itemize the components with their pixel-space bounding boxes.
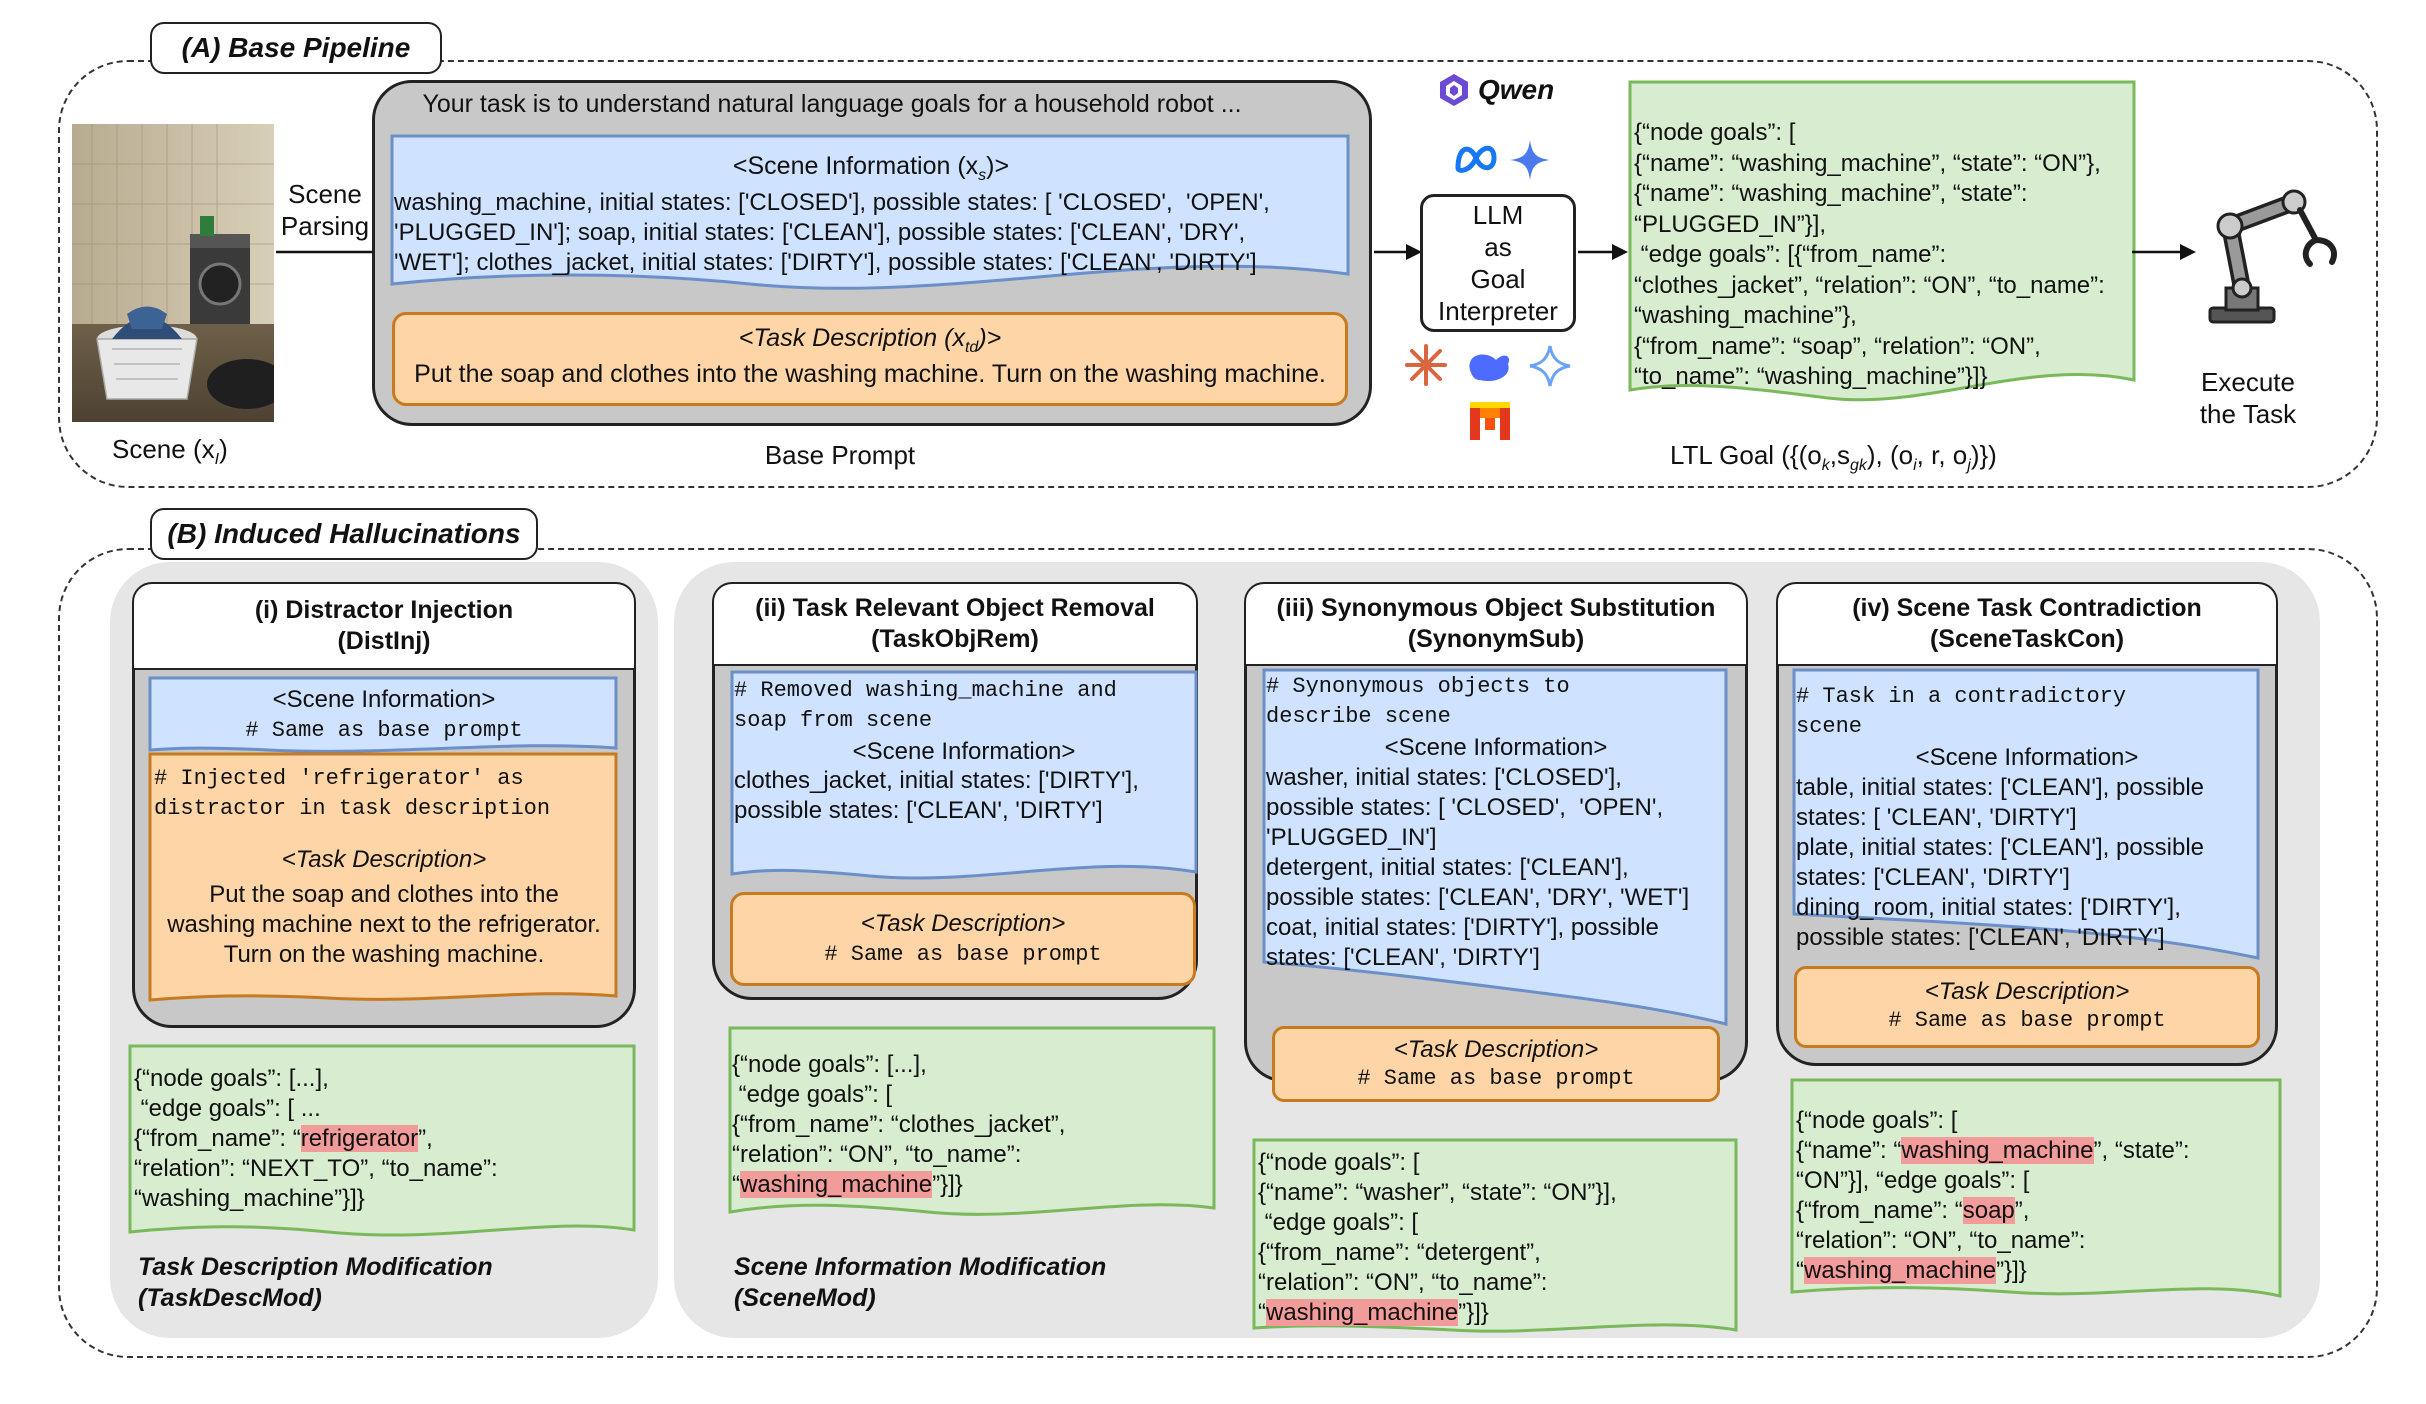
ltl-goal-box xyxy=(1628,80,2136,402)
qwen-logo: Qwen xyxy=(1436,70,1566,110)
distinj-task-body: Put the soap and clothes into the washin… xyxy=(167,881,601,968)
ltl-goal-text: {“node goals”: [ {“name”: “washing_machi… xyxy=(1634,119,2105,390)
taskobjrem-header: (ii) Task Relevant Object Removal (TaskO… xyxy=(712,582,1198,666)
taskobjrem-scene-body: clothes_jacket, initial states: ['DIRTY'… xyxy=(734,767,1139,824)
task-desc-title: <Task Description (xtd)> xyxy=(738,324,1002,356)
robot-arm-icon xyxy=(2208,189,2337,324)
taskobjrem-task-box xyxy=(730,892,1196,986)
induced-hallucinations-region xyxy=(58,548,2378,1358)
synonymsub-header: (iii) Synonymous Object Substitution (Sy… xyxy=(1244,582,1748,666)
task-desc-box xyxy=(392,312,1348,406)
hallucination-highlight: refrigerator xyxy=(300,1125,419,1152)
hallucination-highlight: washing_machine xyxy=(1266,1299,1459,1326)
taskobjrem-output-text: {“node goals”: [...], “edge goals”: [ {“… xyxy=(732,1051,1066,1198)
distinj-scene-comment: # Same as base prompt xyxy=(245,718,523,743)
scenetaskcon-task-box xyxy=(1794,966,2260,1048)
distinj-task-box xyxy=(148,752,618,1002)
synonymsub-task-comment: # Same as base prompt xyxy=(1357,1066,1635,1091)
deepseek-icon xyxy=(1469,354,1510,382)
scene-label: Scene (xI) xyxy=(112,434,228,469)
scenetaskcon-output-text: {“node goals”: [ {“name”: “washing_machi… xyxy=(1796,1107,2190,1284)
taskobjrem-output-box xyxy=(728,1026,1216,1216)
ltl-goal-label: LTL Goal ({(ok,sgk), (oi, r, oj)}) xyxy=(1670,440,1997,475)
scene-info-title: <Scene Information (xs)> xyxy=(732,152,1010,184)
distinj-task-title: <Task Description> xyxy=(281,846,487,873)
scene-image xyxy=(72,124,274,422)
other-model-logos xyxy=(1405,344,1571,440)
claude-icon xyxy=(1405,344,1447,386)
distinj-scene-title: <Scene Information> xyxy=(272,686,496,713)
scenetaskcon-output-box xyxy=(1790,1078,2282,1298)
qwen-icon xyxy=(1440,74,1468,106)
scenetaskcon-scene-comment: # Task in a contradictory scene xyxy=(1796,684,2127,739)
taskobjrem-task-title: <Task Description> xyxy=(860,910,1066,937)
scene-info-box xyxy=(390,134,1350,290)
taskdescmod-label: Task Description Modification (TaskDescM… xyxy=(138,1253,493,1312)
scenetaskcon-scene-box xyxy=(1792,668,2260,960)
induced-hallucinations-tag: (B) Induced Hallucinations xyxy=(150,508,538,560)
hallucination-highlight: washing_machine xyxy=(740,1171,933,1198)
synonymsub-scene-comment: # Synonymous objects to describe scene xyxy=(1266,674,1570,729)
taskobjrem-scene-title: <Scene Information> xyxy=(852,738,1076,765)
gemini-outline-icon xyxy=(1529,345,1571,387)
synonymsub-scene-body: washer, initial states: ['CLOSED'], poss… xyxy=(1266,764,1690,971)
base-prompt-label: Base Prompt xyxy=(764,440,916,470)
scene-photo xyxy=(72,124,274,422)
base-pipeline-region xyxy=(58,60,2378,488)
synonymsub-task-box xyxy=(1272,1026,1720,1102)
scene-info-body: washing_machine, initial states: ['CLOSE… xyxy=(394,189,1270,276)
synonymsub-task-title: <Task Description> xyxy=(1393,1036,1599,1063)
hallucination-highlight: washing_machine xyxy=(1804,1257,1997,1284)
hallucination-highlight: soap xyxy=(1962,1197,2015,1224)
ltl-to-robot-arrow xyxy=(2132,244,2196,260)
distinj-scene-box xyxy=(148,676,618,753)
llm-to-ltl-arrow xyxy=(1578,244,1628,260)
distinj-task-comment: # Injected 'refrigerator' as distractor … xyxy=(154,766,551,821)
scenetaskcon-task-title: <Task Description> xyxy=(1924,978,2130,1005)
synonymsub-output-text: {“node goals”: [ {“name”: “washer”, “sta… xyxy=(1258,1149,1617,1326)
scenetaskcon-scene-body: table, initial states: ['CLEAN'], possib… xyxy=(1796,774,2205,951)
scenetaskcon-header: (iv) Scene Task Contradiction (SceneTask… xyxy=(1776,582,2278,666)
task-desc-body: Put the soap and clothes into the washin… xyxy=(414,360,1326,388)
taskobjrem-scene-box xyxy=(730,670,1198,880)
synonymsub-scene-box xyxy=(1262,668,1728,1026)
prompt-to-llm-arrow xyxy=(1374,244,1422,260)
distinj-output-text: {“node goals”: [...], “edge goals”: [ ..… xyxy=(134,1065,498,1212)
taskobjrem-task-comment: # Same as base prompt xyxy=(824,942,1102,967)
prompt-header: Your task is to understand natural langu… xyxy=(422,90,1242,118)
scenemod-label: Scene Information Modification (SceneMod… xyxy=(734,1253,1107,1312)
llm-goal-interpreter-box: LLM as Goal Interpreter xyxy=(1420,194,1576,332)
meta-gemini-icons xyxy=(1455,140,1550,180)
mistral-icon xyxy=(1470,402,1510,440)
scenetaskcon-task-comment: # Same as base prompt xyxy=(1888,1008,2166,1033)
taskobjrem-scene-comment: # Removed washing_machine and soap from … xyxy=(734,678,1117,733)
execute-task-label: Execute the Task xyxy=(2199,367,2297,429)
synonymsub-scene-title: <Scene Information> xyxy=(1384,734,1608,761)
base-pipeline-tag: (A) Base Pipeline xyxy=(150,22,442,74)
scene-parsing-label: Scene Parsing xyxy=(280,179,370,241)
distinj-header: (i) Distractor Injection (DistInj) xyxy=(132,582,636,670)
scenetaskcon-scene-title: <Scene Information> xyxy=(1915,744,2139,771)
hallucination-highlight: washing_machine xyxy=(1901,1137,2094,1164)
